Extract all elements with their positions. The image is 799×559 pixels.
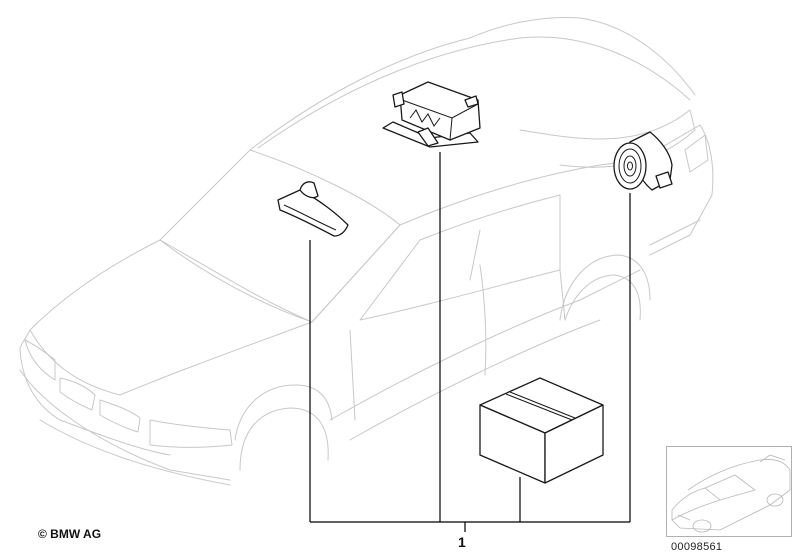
overview-thumbnail-frame (666, 446, 792, 537)
copyright-text: © BMW AG (38, 527, 102, 541)
interior-mirror-icon (277, 181, 349, 237)
image-id: 00098561 (671, 541, 723, 553)
car-overview-icon (671, 454, 791, 533)
control-unit-icon (382, 81, 481, 148)
callout-label: 1 (458, 534, 466, 550)
car-outline (19, 16, 714, 486)
leader-lines (309, 152, 631, 532)
parts-box-icon (479, 377, 604, 484)
alarm-siren-icon (613, 131, 673, 191)
